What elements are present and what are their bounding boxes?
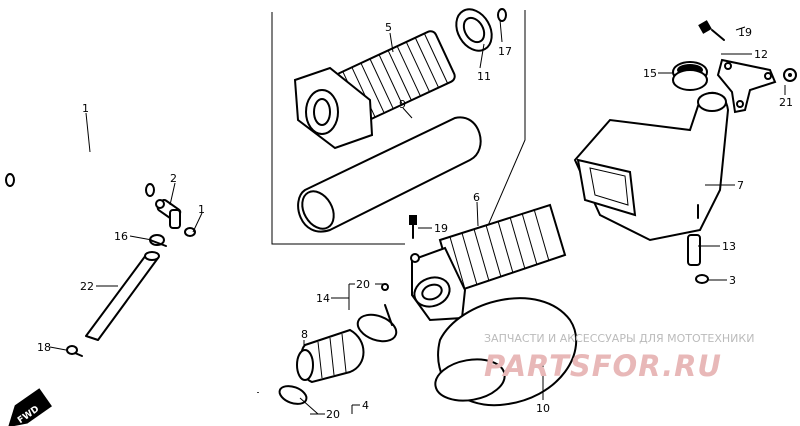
label-part-20-lower: 20 bbox=[326, 408, 340, 421]
screw-19-middle bbox=[409, 215, 417, 239]
watermark-top-text: ЗАПЧАСТИ И АКСЕССУАРЫ ДЛЯ МОТОТЕХНИКИ bbox=[484, 332, 754, 345]
label-part-4: 4 bbox=[362, 399, 369, 412]
label-part-19-middle: 19 bbox=[434, 222, 448, 235]
label-part-3: 3 bbox=[729, 274, 736, 287]
label-part-19-right: 19 bbox=[738, 26, 752, 39]
fwd-arrow bbox=[8, 388, 52, 426]
grommet-15 bbox=[672, 61, 708, 91]
assembly-bracket bbox=[271, 12, 405, 245]
air-box-7 bbox=[573, 91, 730, 242]
washer-17 bbox=[497, 8, 507, 22]
filter-element-5 bbox=[293, 30, 456, 150]
boot-8 bbox=[296, 328, 365, 384]
label-part-9: 9 bbox=[399, 98, 406, 111]
bracket-12 bbox=[716, 58, 777, 114]
clip-18 bbox=[66, 345, 83, 357]
label-part-14: 14 bbox=[316, 292, 330, 305]
nut-21 bbox=[783, 68, 797, 82]
hose-1-left bbox=[5, 153, 155, 197]
label-part-1-left: 1 bbox=[82, 102, 89, 115]
t-joint-2 bbox=[155, 198, 182, 229]
label-part-15: 15 bbox=[643, 67, 657, 80]
label-part-22: 22 bbox=[80, 280, 94, 293]
label-part-18: 18 bbox=[37, 341, 51, 354]
clip-16 bbox=[149, 234, 167, 247]
label-part-17: 17 bbox=[498, 45, 512, 58]
bolt-19-right bbox=[698, 20, 725, 41]
hose-1-right bbox=[184, 227, 261, 393]
label-part-8: 8 bbox=[301, 328, 308, 341]
label-part-2: 2 bbox=[170, 172, 177, 185]
label-part-5: 5 bbox=[385, 21, 392, 34]
label-part-1-right: 1 bbox=[198, 203, 205, 216]
foam-sleeve-10 bbox=[434, 297, 578, 407]
cap-11 bbox=[455, 8, 493, 52]
foam-sleeve-9 bbox=[297, 116, 482, 233]
label-part-12: 12 bbox=[754, 48, 768, 61]
label-part-20-upper: 20 bbox=[356, 278, 370, 291]
watermark-brand: PARTSFOR.RU bbox=[484, 349, 722, 383]
leader-lines bbox=[49, 19, 786, 415]
label-part-6: 6 bbox=[473, 191, 480, 204]
label-part-7: 7 bbox=[737, 179, 744, 192]
label-part-11: 11 bbox=[477, 70, 491, 83]
tube-22 bbox=[85, 251, 160, 341]
tube-13 bbox=[687, 234, 701, 266]
label-part-13: 13 bbox=[722, 240, 736, 253]
clip-3 bbox=[695, 274, 709, 284]
label-part-21: 21 bbox=[779, 96, 793, 109]
band-4 bbox=[278, 385, 308, 405]
label-part-16: 16 bbox=[114, 230, 128, 243]
band-14 bbox=[356, 283, 398, 343]
filter-element-6 bbox=[410, 203, 567, 322]
label-part-10: 10 bbox=[536, 402, 550, 415]
